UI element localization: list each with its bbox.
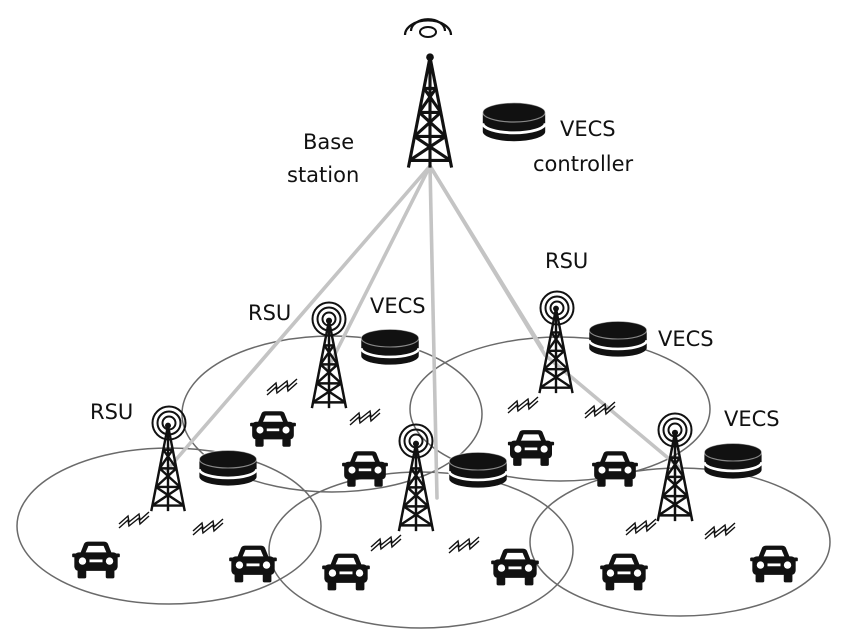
wireless-signal-icon [118,511,150,529]
vecs-label: VECS [370,294,426,318]
coverage-cell [268,471,574,629]
vecs-database-icon [198,449,258,487]
link-line [428,164,439,500]
wireless-signal-icon [507,396,539,414]
rsu-node [149,405,258,513]
vecs-label: VECS [658,327,714,351]
vecs-database-icon [587,319,649,359]
car-icon [507,430,555,466]
controller-label: VECS [560,117,616,141]
car-icon [250,411,296,447]
broadcast-wave-icon [419,26,437,38]
rsu-label: RSU [545,249,588,273]
rsu-tower-icon [397,439,435,533]
link-line [428,164,547,357]
car-icon [72,541,120,579]
wireless-signal-icon [266,378,298,396]
rsu-node [397,423,509,533]
rsu-node [537,290,649,395]
backhaul-links [165,164,682,500]
link-line [543,353,682,470]
coverage-cell [409,336,711,482]
wireless-signal-icon [704,522,736,540]
car-icon [322,553,370,591]
rsu-label: RSU [90,400,133,424]
vecs-database-icon [703,442,763,480]
broadcast-wave-icon [403,19,453,36]
link-line [326,164,432,370]
wireless-signal-icon [192,518,224,536]
base-station-tower-icon [408,53,451,167]
wireless-signal-icon [370,534,402,552]
vecs-database-icon [359,327,421,367]
rsu-node [310,301,421,410]
wireless-signal-icon [625,518,657,536]
car-icon [600,553,648,591]
base-station-label: Base [303,130,354,154]
controller-database-icon [481,101,547,143]
rsu-label: RSU [248,301,291,325]
rsu-tower-icon [656,428,694,523]
car-icon [592,451,638,487]
wireless-signal-icon [448,536,480,554]
broadcast-wave-icon [409,18,447,32]
link-line [165,164,432,472]
wireless-signal-icon [584,401,616,419]
vecs-label: VECS [724,407,780,431]
base-station [403,18,453,167]
controller-label: controller [533,152,634,176]
wireless-signal-icon [349,408,381,426]
car-icon [342,451,388,487]
vecs-database-icon [447,450,509,490]
base-station-label: station [287,163,359,187]
car-icon [750,545,798,583]
